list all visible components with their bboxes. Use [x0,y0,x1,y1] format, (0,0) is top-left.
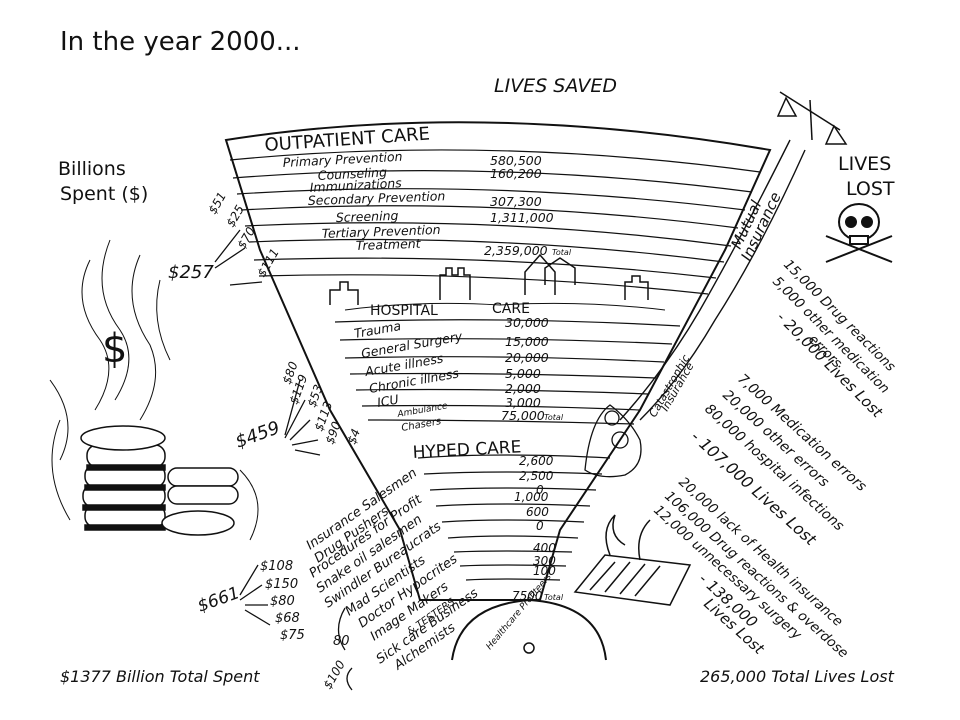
page-header: In the year 2000... [60,27,301,57]
burning-cash-icon [573,514,692,606]
devil-figure [584,404,642,478]
hospital-row-value: 2,000 [505,381,541,396]
hospital-row-label: ICU [376,391,400,410]
dollar-sign-icon: $ [102,326,127,372]
outpatient-row-value: 307,300 [490,194,542,209]
hyped-total: 7500 [512,589,543,603]
footer-total-lives-lost: 265,000 Total Lives Lost [700,667,895,686]
spending-connectors [214,229,353,691]
outpatient-row-label: Screening [336,208,399,225]
hyped-title: HYPED CARE [412,437,522,463]
hyped-spending-bracket-80: 80 [333,634,350,649]
hyped-value: 300 [533,554,556,568]
hyped-value: 100 [533,564,556,578]
hyped-bands [417,454,611,581]
hospital-spending-item: $4 [345,427,363,446]
hospital-spending: $459 $80 $119 $53 $113 $90 $4 [233,359,364,452]
outpatient-row-value: 160,200 [490,166,542,181]
insurance-roads [619,139,806,421]
hospital-row-value: 5,000 [505,366,541,381]
lives-saved-title: LIVES SAVED [494,75,617,97]
hyped-values: 2,600 2,500 0 1,000 600 0 400 300 100 75… [512,454,564,603]
outpatient-row-label: Tertiary Prevention [322,222,441,241]
funnel [224,121,772,601]
hyped-value: 0 [536,483,544,497]
outpatient-row-label: Treatment [356,236,422,253]
lost-outpatient: 15,000 Drug reactions 5,000 other medica… [769,257,898,422]
outpatient-row-label: Counseling [317,164,387,183]
lost-hospital: 7,000 Medication errors 20,000 other err… [687,371,869,549]
outpatient-total: 2,359,000 [484,243,548,258]
hyped-value: 1,000 [514,490,549,504]
hyped-spending-item: $108 [260,559,293,574]
hospital-total: 75,000 [501,408,545,423]
hyped-spending-item: $80 [270,594,295,609]
hyped-value: 400 [533,541,556,555]
hospital-bands [334,319,681,425]
outpatient-row-value: 580,500 [490,153,542,168]
skull-icon [825,203,893,263]
outpatient-spending-item: $70 [234,224,258,251]
hospital-row-label: Chasers [401,416,442,434]
castle-illustration [329,253,666,311]
flame-lines [81,239,171,421]
outpatient-spending-total: $257 [168,262,214,283]
outpatient-spending: $257 $51 $25 $70 $111 [168,190,282,283]
hyped-value: 2,500 [519,469,554,483]
outpatient-row-label: Secondary Prevention [308,188,446,208]
hospital-row-value: 3,000 [505,395,541,410]
billions-label-line1: Billions [58,158,126,180]
hospital-row-value: 20,000 [505,350,549,365]
funnel-outline [224,121,772,601]
footer-total-spent: $1377 Billion Total Spent [60,667,260,686]
outpatient-spending-item: $51 [205,190,229,217]
hyped-spending-item: $68 [275,611,300,626]
hospital-spending-total: $459 [233,417,283,452]
billions-label-line2: Spent ($) [60,183,148,205]
outpatient-spending-item: $111 [254,246,281,279]
hyped-spending-bracket-100: $100 [320,658,348,692]
hospital-title-left: HOSPITAL [370,303,438,319]
hospital-total-word: Total [544,413,564,422]
hospital-row-value: 30,000 [505,315,549,330]
outpatient-spending-item: $25 [223,203,247,230]
hyped-spending-total: $661 [195,583,242,617]
outpatient-row-label: Immunizations [309,175,402,195]
hyped-value: 600 [526,505,549,519]
coin-stacks [49,379,259,541]
scales-icon [776,91,848,145]
lives-lost-label-line1: LIVES [838,153,891,175]
outpatient-rows: Primary Prevention Counseling 580,500 Im… [282,149,571,258]
hospital-rows: Trauma 30,000 General Surgery 15,000 Acu… [353,315,564,434]
hyped-total-word: Total [544,593,564,602]
hyped-value: 0 [536,519,544,533]
lives-lost-label-line2: LOST [846,178,895,200]
hospital-row-label: Ambulance [396,401,449,420]
outpatient-bands [229,149,761,295]
profiteers-dome [451,598,607,661]
hospital-row-value: 15,000 [505,334,549,349]
outpatient-row-label: Primary Prevention [282,149,403,170]
healthcare-profiteers-label: Healthcare Profiteers [485,572,554,652]
hyped-spending-item: $75 [280,628,305,643]
outpatient-row-value: 1,311,000 [490,210,554,225]
hyped-value: 2,600 [519,454,554,468]
hyped-spending-item: $150 [265,577,298,592]
hospital-title-right: CARE [492,301,530,317]
hyped-labels: Insurance Salesmen Drug Pushers Procedur… [304,466,482,674]
outpatient-total-word: Total [552,248,572,257]
